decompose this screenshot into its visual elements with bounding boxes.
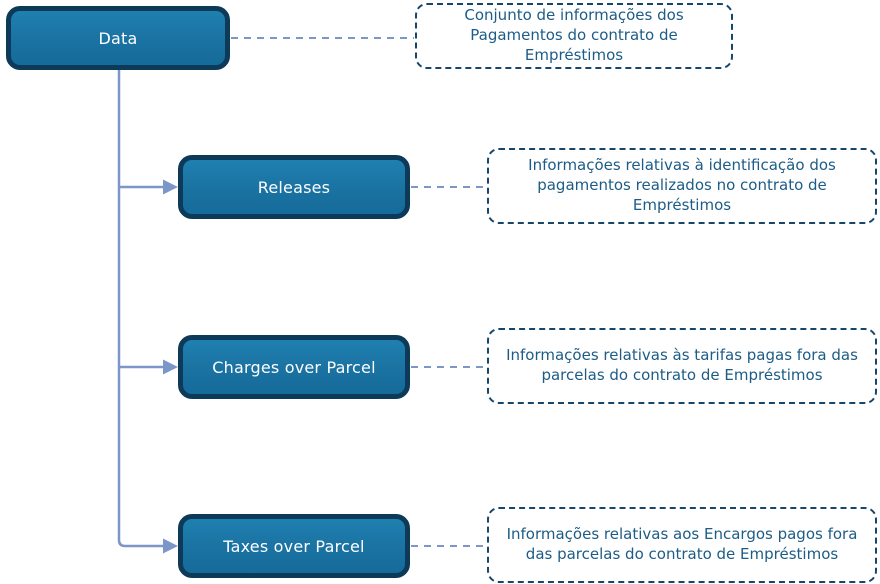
node-charges-label: Charges over Parcel [212, 357, 376, 377]
arrowhead-taxes [163, 538, 178, 554]
node-charges-over-parcel: Charges over Parcel [178, 335, 410, 399]
arrowhead-releases [163, 179, 178, 195]
note-taxes-text: Informações relativas aos Encargos pagos… [506, 525, 858, 563]
node-taxes-over-parcel: Taxes over Parcel [178, 514, 410, 578]
node-taxes-label: Taxes over Parcel [223, 536, 365, 556]
node-data-label: Data [98, 28, 138, 48]
note-data: Conjunto de informações dos Pagamentos d… [415, 3, 733, 69]
note-charges-text: Informações relativas às tarifas pagas f… [506, 346, 858, 384]
node-releases: Releases [178, 155, 410, 219]
note-charges-over-parcel: Informações relativas às tarifas pagas f… [487, 328, 877, 404]
node-data: Data [6, 6, 230, 70]
note-releases-text: Informações relativas à identificação do… [528, 156, 836, 214]
note-data-text: Conjunto de informações dos Pagamentos d… [464, 6, 684, 64]
note-taxes-over-parcel: Informações relativas aos Encargos pagos… [487, 507, 877, 583]
note-releases: Informações relativas à identificação do… [487, 148, 877, 224]
trunk-connector [117, 70, 164, 548]
node-releases-label: Releases [257, 177, 331, 197]
arrowhead-charges [163, 359, 178, 375]
